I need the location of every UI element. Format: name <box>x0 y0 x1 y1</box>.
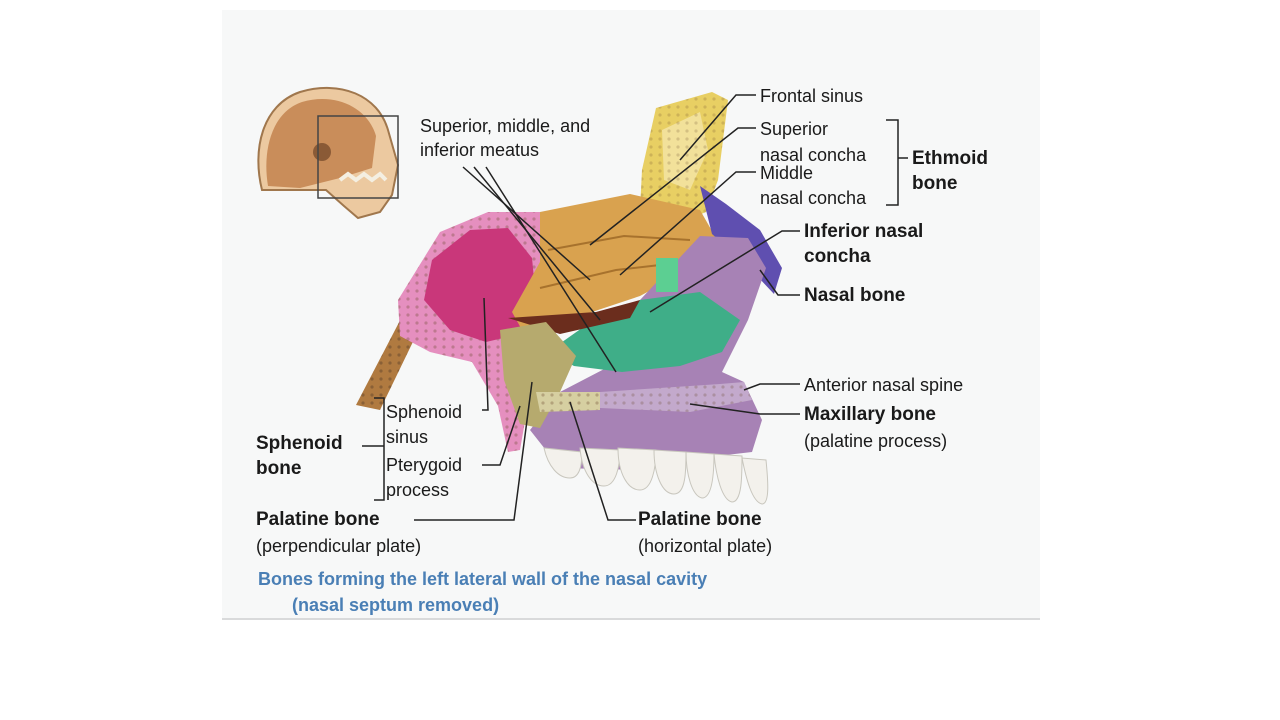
label-sphenoid-bone-line1: Sphenoid <box>256 433 343 454</box>
teeth-row <box>543 447 769 505</box>
label-frontal-sinus: Frontal sinus <box>760 86 864 106</box>
label-ethmoid-line1: Ethmoid <box>912 148 988 169</box>
label-superior-concha-line1: Superior <box>760 119 829 139</box>
label-palatine-horizontal-line2: (horizontal plate) <box>638 536 773 556</box>
label-sphenoid-bone-line2: bone <box>256 458 302 479</box>
figure-caption-line2: (nasal septum removed) <box>292 595 500 615</box>
label-sphenoid-sinus-line1: Sphenoid <box>386 402 463 422</box>
label-meatus-line2: inferior meatus <box>420 140 540 160</box>
leader-lines <box>362 94 908 521</box>
ethmoid-bone-region <box>512 194 716 330</box>
label-middle-concha-line2: nasal concha <box>760 188 867 208</box>
label-palatine-horizontal-line1: Palatine bone <box>638 509 762 530</box>
label-middle-concha-line1: Middle <box>760 163 814 183</box>
label-pterygoid-line2: process <box>386 480 450 500</box>
label-maxillary-line2: (palatine process) <box>804 431 948 451</box>
label-anterior-nasal-spine: Anterior nasal spine <box>804 375 964 395</box>
sphenoid-sinus-region <box>424 228 536 342</box>
label-superior-concha-line2: nasal concha <box>760 145 867 165</box>
label-nasal-bone: Nasal bone <box>804 285 906 306</box>
skull-thumbnail-icon <box>257 87 400 220</box>
skull-focus-box <box>317 115 399 199</box>
palatine-bone-region <box>500 322 576 428</box>
middle-concha-patch <box>656 258 678 292</box>
figure-caption-line1: Bones forming the left lateral wall of t… <box>258 569 708 589</box>
label-maxillary-line1: Maxillary bone <box>804 404 936 425</box>
label-pterygoid-line1: Pterygoid <box>386 455 463 475</box>
panel-bottom-rule <box>222 618 1040 620</box>
label-palatine-perpendicular-line1: Palatine bone <box>256 509 380 530</box>
label-inferior-concha-line2: concha <box>804 246 871 267</box>
label-meatus-line1: Superior, middle, and <box>420 116 591 136</box>
label-inferior-concha-line1: Inferior nasal <box>804 221 924 242</box>
inferior-concha-region <box>548 292 740 372</box>
label-palatine-perpendicular-line2: (perpendicular plate) <box>256 536 422 556</box>
label-sphenoid-sinus-line2: sinus <box>386 427 429 447</box>
label-ethmoid-line2: bone <box>912 173 958 194</box>
